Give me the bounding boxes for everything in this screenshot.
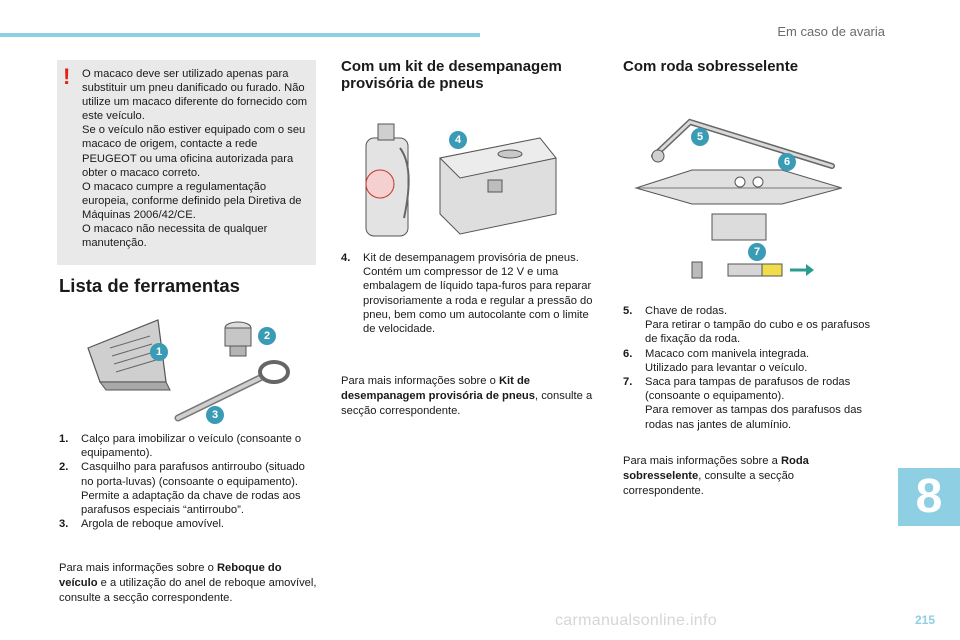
list-item: 1.Calço para imobilizar o veículo (conso… bbox=[59, 433, 302, 460]
badge-7: 7 bbox=[748, 243, 766, 261]
tools-list: 1.Calço para imobilizar o veículo (conso… bbox=[59, 432, 319, 531]
list-item: 6.Macaco com manivela integrada. Utiliza… bbox=[623, 347, 810, 374]
spare-illustration bbox=[634, 118, 842, 279]
list-item: 5.Chave de rodas. Para retirar o tampão … bbox=[623, 305, 871, 346]
badge-2: 2 bbox=[258, 327, 276, 345]
watermark: carmanualsonline.info bbox=[555, 612, 717, 629]
kit-illustration bbox=[365, 123, 557, 237]
list-item: 4.Kit de desempanagem provisória de pneu… bbox=[341, 252, 593, 336]
badge-3: 3 bbox=[206, 406, 224, 424]
spare-info-link: Roda sobresselente bbox=[623, 455, 809, 482]
spare-info-paragraph: Para mais informações sobre a Roda sobre… bbox=[623, 455, 809, 497]
tools-illustration bbox=[87, 319, 290, 422]
list-item: 2.Casquilho para parafusos antirroubo (s… bbox=[59, 461, 305, 517]
kit-heading: Com um kit de desempanagem provisória de… bbox=[341, 58, 562, 92]
warning-box bbox=[57, 60, 316, 265]
chapter-tab: 8 bbox=[898, 468, 960, 526]
kit-list: 4.Kit de desempanagem provisória de pneu… bbox=[341, 251, 596, 336]
header-accent-bar bbox=[0, 33, 480, 37]
badge-4: 4 bbox=[449, 131, 467, 149]
badge-1: 1 bbox=[150, 343, 168, 361]
spare-heading: Com roda sobresselente bbox=[623, 58, 799, 75]
kit-info-link: Kit de desempanagem provisória de pneus bbox=[341, 375, 535, 402]
badge-5: 5 bbox=[691, 128, 709, 146]
tools-heading: Lista de ferramentas bbox=[59, 275, 240, 296]
list-item: 7.Saca para tampas de parafusos de rodas… bbox=[623, 376, 863, 431]
badge-6: 6 bbox=[778, 153, 796, 171]
kit-info-paragraph: Para mais informações sobre o Kit de des… bbox=[341, 375, 593, 417]
warning-icon: ! bbox=[63, 64, 71, 89]
list-item: 3.Argola de reboque amovível. bbox=[59, 518, 225, 531]
page-number: 215 bbox=[915, 613, 936, 627]
tools-info-paragraph: Para mais informações sobre o Reboque do… bbox=[59, 562, 317, 604]
section-title: Em caso de avaria bbox=[777, 24, 885, 39]
spare-list: 5.Chave de rodas. Para retirar o tampão … bbox=[623, 304, 883, 432]
warning-text: O macaco deve ser utilizado apenas para … bbox=[82, 68, 308, 250]
tools-info-link: Reboque do veículo bbox=[59, 562, 282, 589]
